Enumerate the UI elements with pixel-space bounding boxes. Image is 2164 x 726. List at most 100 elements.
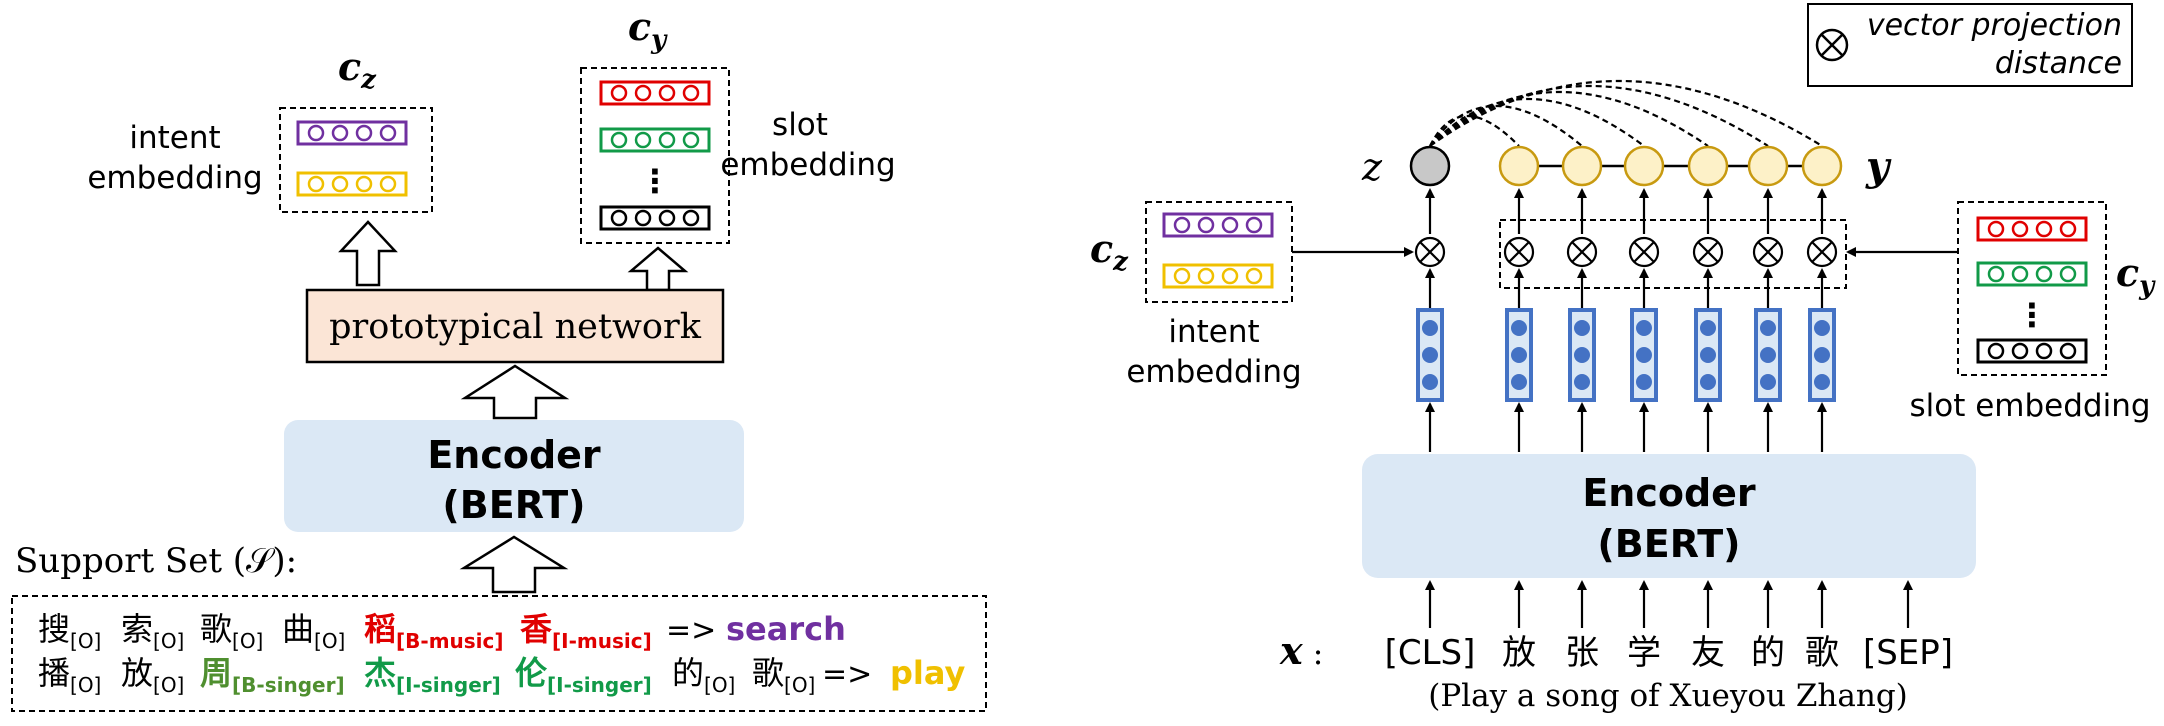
token-vector-6: [1808, 308, 1836, 402]
x-label: x:: [1279, 628, 1323, 673]
left-encoder-box: [284, 420, 744, 532]
support-row2-token-5: 伦[I-singer]: [515, 654, 652, 697]
left-encoder-line2: (BERT): [442, 483, 585, 527]
left-cy-label: cy: [628, 4, 668, 55]
support-row-1: 搜[O] 索[O] 歌[O] 曲[O] 稻[B-music] 香[I-music…: [38, 610, 846, 653]
support-row1-token-5: 稻[B-music]: [364, 610, 504, 653]
right-slot-dots: ⋮: [2016, 296, 2048, 334]
right-panel: vector projection distance z y: [1090, 3, 2156, 714]
left-slot-label-line2: embedding: [720, 147, 895, 183]
right-intent-label-line2: embedding: [1126, 354, 1301, 390]
support-row2-token-2: 放[O]: [121, 654, 184, 697]
input-token-cls: [CLS]: [1385, 633, 1476, 673]
left-intent-label-line2: embedding: [87, 160, 262, 196]
otimes-y6: [1806, 236, 1838, 268]
left-slot-dots: ⋮: [639, 162, 671, 200]
otimes-nodes: [1414, 236, 1838, 268]
token-to-otimes-arrows: [1425, 268, 1827, 308]
prototypical-network-label: prototypical network: [329, 307, 702, 347]
input-token-4: 友: [1691, 633, 1725, 673]
support-row2-arrow: =>: [822, 657, 872, 692]
left-arrow-to-slot: [627, 246, 689, 292]
y-node-5: [1747, 145, 1789, 187]
left-slot-vector-red: [599, 80, 711, 106]
support-row2-intent: play: [890, 654, 965, 692]
otimes-z: [1414, 236, 1446, 268]
left-intent-vector-yellow: [296, 171, 408, 197]
support-row1-token-6: 香[I-music]: [520, 610, 652, 653]
input-token-3: 学: [1627, 633, 1661, 673]
encoder-to-vector-arrows: [1425, 402, 1827, 452]
right-intent-vector-purple: [1162, 212, 1274, 238]
right-encoder-box: [1362, 454, 1976, 578]
token-vector-cls: [1416, 308, 1444, 402]
support-row1-arrow: =>: [666, 613, 716, 648]
y-nodes: [1498, 145, 1843, 187]
token-vector-4: [1694, 308, 1722, 402]
input-token-5: 的: [1751, 633, 1785, 673]
prototypical-network-box: [305, 288, 725, 364]
legend-box: [1807, 3, 2133, 87]
support-set-title: Support Set (𝒮):: [15, 541, 297, 581]
support-set-box: [11, 595, 987, 712]
input-token-1: 放: [1502, 633, 1536, 673]
left-slot-vector-green: [599, 127, 711, 153]
otimes-y5: [1752, 236, 1784, 268]
right-encoder-line1: Encoder: [1582, 471, 1756, 515]
right-encoder-line2: (BERT): [1597, 522, 1740, 566]
projection-ops: [1425, 188, 1827, 234]
input-translation: (Play a song of Xueyou Zhang): [1428, 678, 1908, 714]
left-slot-label-line1: slot: [772, 107, 828, 143]
left-intent-vector-purple: [296, 120, 408, 146]
left-slot-vector-black: [599, 205, 711, 231]
legend-line1: vector projection: [1867, 8, 2122, 43]
legend-line2: distance: [1995, 46, 2122, 81]
left-encoder-line1: Encoder: [427, 433, 601, 477]
left-intent-label-line1: intent: [129, 120, 220, 156]
y-node-4: [1687, 145, 1729, 187]
y-node-1: [1498, 145, 1540, 187]
support-row1-token-2: 索[O]: [121, 610, 184, 653]
left-arrow-to-intent: [338, 220, 398, 287]
arc-connections: [1429, 79, 1823, 147]
y-node-3: [1623, 145, 1665, 187]
token-vector-3: [1630, 308, 1658, 402]
y-node-6: [1801, 145, 1843, 187]
otimes-y2: [1566, 236, 1598, 268]
otimes-y4: [1692, 236, 1724, 268]
right-slot-label: slot embedding: [1909, 388, 2150, 424]
otimes-y3: [1628, 236, 1660, 268]
right-intent-label-line1: intent: [1168, 314, 1259, 350]
token-vector-5: [1754, 308, 1782, 402]
y-node-2: [1561, 145, 1603, 187]
support-row1-intent: search: [726, 610, 846, 648]
z-label: z: [1361, 145, 1383, 189]
input-arrows: [1425, 580, 1913, 628]
left-arrow-support-to-encoder: [459, 535, 569, 594]
left-slot-embedding-box: [580, 67, 730, 244]
left-intent-embedding-box: [279, 107, 433, 213]
otimes-y1: [1503, 236, 1535, 268]
right-cz-label: cz: [1090, 226, 1129, 277]
slot-projection-group-box: [1499, 219, 1847, 289]
support-row1-token-3: 歌[O]: [200, 610, 263, 653]
right-slot-embedding-box: [1957, 201, 2107, 376]
support-row2-token-3: 周[B-singer]: [200, 654, 345, 697]
projection-icon: [1815, 28, 1849, 62]
support-row2-token-6: 的[O]: [672, 654, 735, 697]
token-vector-2: [1568, 308, 1596, 402]
right-slot-vector-green: [1976, 261, 2088, 287]
right-intent-vector-yellow: [1162, 263, 1274, 289]
token-vector-1: [1505, 308, 1533, 402]
input-token-sep: [SEP]: [1863, 633, 1953, 673]
z-node: [1409, 145, 1451, 187]
right-slot-vector-red: [1976, 216, 2088, 242]
right-cy-label: cy: [2116, 250, 2156, 301]
support-row2-token-4: 杰[I-singer]: [364, 654, 501, 697]
input-token-6: 歌: [1805, 633, 1839, 673]
y-label: y: [1865, 143, 1892, 190]
support-row1-token-4: 曲[O]: [282, 610, 345, 653]
token-vectors: [1416, 308, 1836, 402]
right-slot-vector-black: [1976, 338, 2088, 364]
